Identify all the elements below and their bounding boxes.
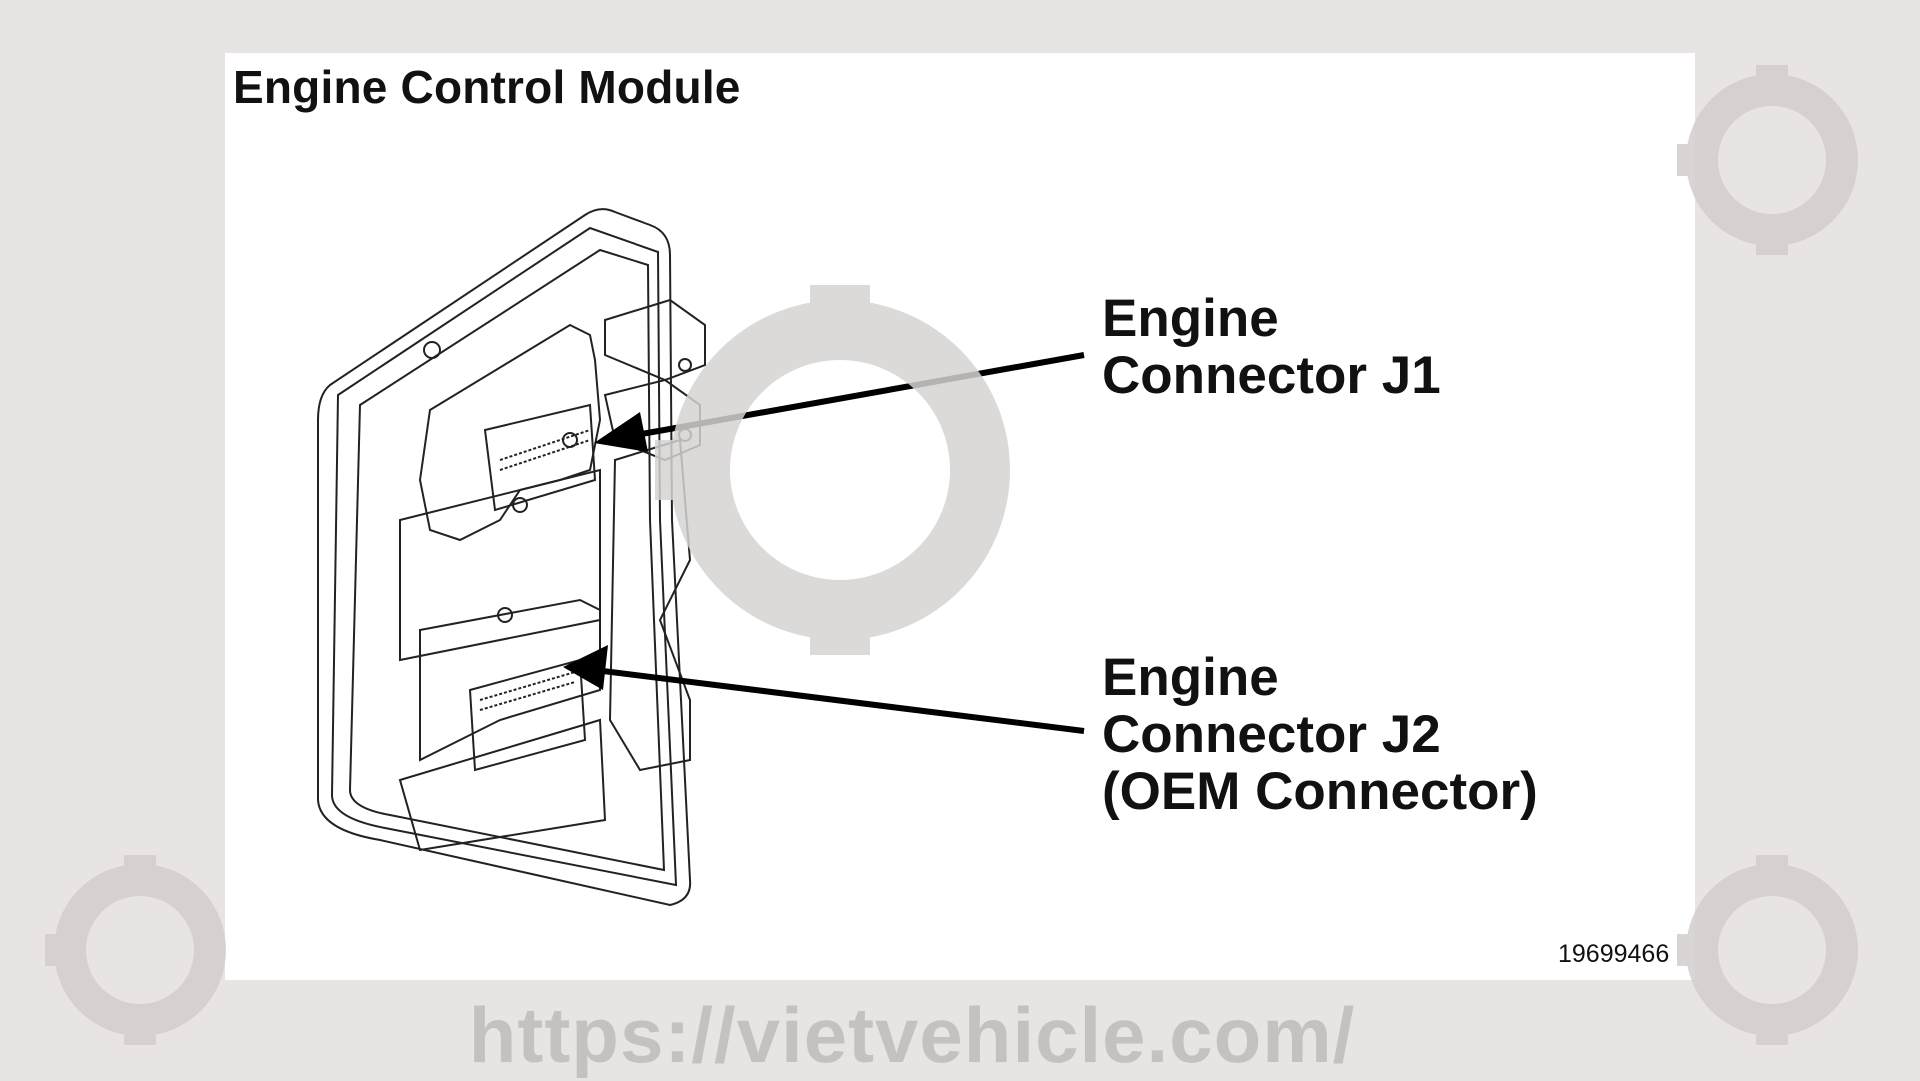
watermark-logos [45,65,1858,1045]
watermark-url: https://vietvehicle.com/ [468,991,1356,1079]
callout-j2-line3: (OEM Connector) [1102,762,1538,821]
watermark-gear-bottom-left [45,855,226,1045]
diagram-title: Engine Control Module [233,61,741,113]
callout-j1-line1: Engine [1102,289,1279,348]
callout-j2-line1: Engine [1102,648,1279,707]
callout-j2: Engine Connector J2 (OEM Connector) [1102,649,1538,820]
callout-arrows [563,352,1085,734]
ecm-module-drawing [317,208,706,907]
watermark-gear-bottom-right [1677,855,1858,1045]
figure-id: 19699466 [1558,940,1670,968]
arrow-j1-head [594,412,648,452]
callout-j2-line2: Connector J2 [1102,705,1441,764]
callout-j1: Engine Connector J1 [1102,290,1441,404]
arrow-j2-head [563,645,608,690]
callout-j1-line2: Connector J1 [1102,346,1441,405]
watermark-gear-center [655,285,1010,655]
watermark-gear-top-right [1677,65,1858,255]
arrow-j2 [594,667,1085,734]
